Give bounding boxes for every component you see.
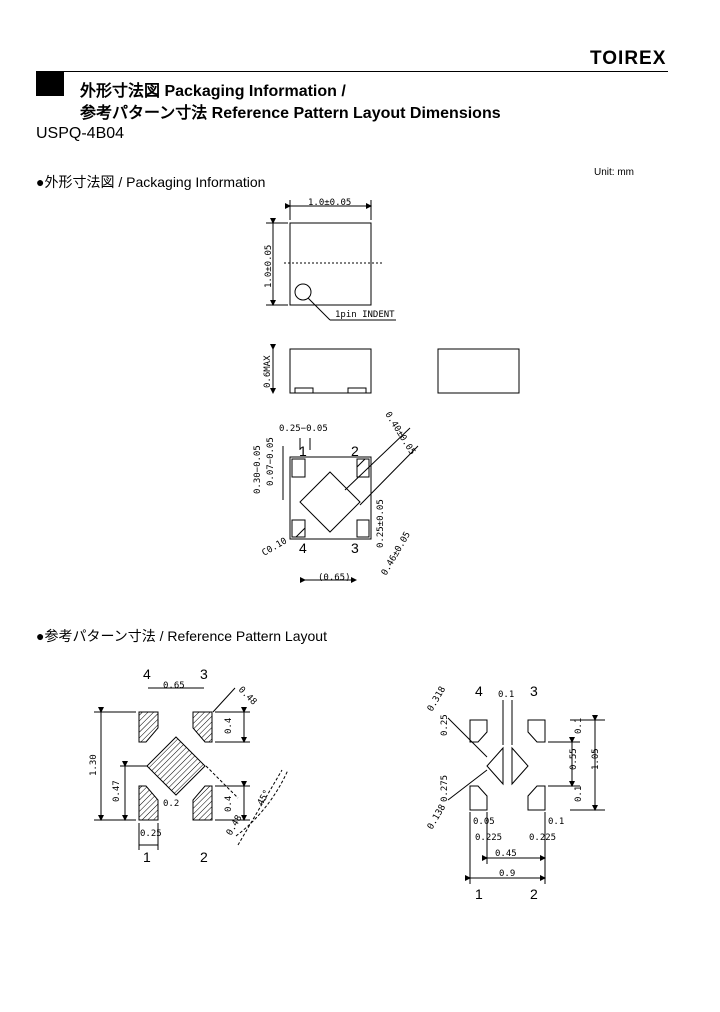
section-marker: [36, 72, 64, 96]
end-view: [437, 348, 520, 394]
ref-right-dim-c: 0.25: [440, 714, 450, 736]
bottom-pin-2: 2: [351, 443, 359, 459]
page-title-line2: 参考パターン寸法 Reference Pattern Layout Dimens…: [80, 105, 501, 122]
ref-right-dim-h: 0.1: [574, 786, 584, 802]
ref-left-pad-h-top: 0.4: [224, 718, 234, 734]
unit-label: Unit: mm: [594, 167, 634, 178]
indent-label: 1pin INDENT: [335, 310, 395, 320]
part-number: USPQ-4B04: [36, 125, 125, 142]
top-view: [266, 200, 396, 321]
ref-pattern-right: [447, 700, 605, 884]
dim-pad-width: 0.25−0.05: [279, 424, 328, 434]
ref-right-dim-f: 1.05: [591, 748, 601, 770]
ref-left-diag-b: 0.48: [225, 814, 245, 838]
ref-right-dim-l: 0.225: [529, 833, 556, 843]
dim-pitch: (0.65): [318, 573, 351, 583]
ref-right-pin-1: 1: [475, 886, 483, 902]
ref-right-dim-o: 0.138: [426, 803, 448, 831]
header-rule: [36, 71, 668, 72]
ref-pattern-left: [94, 687, 289, 850]
ref-left-lower: 0.47: [112, 780, 122, 802]
ref-left-pad-h-bottom: 0.4: [224, 796, 234, 812]
ref-right-dim-i: 0.05: [473, 817, 495, 827]
pin1-indent-mark: [294, 283, 312, 301]
page-title-line1: 外形寸法図 Packaging Information /: [80, 83, 346, 100]
bottom-pin-4: 4: [299, 540, 307, 556]
bottom-pin-3: 3: [351, 540, 359, 556]
company-logo: TOIREX: [590, 48, 667, 69]
ref-right-dim-j: 0.1: [548, 817, 564, 827]
ref-left-total-h: 1.30: [89, 754, 99, 776]
dim-chamfer: C0.10: [261, 536, 289, 558]
ref-right-dim-g: 0.275: [440, 775, 450, 802]
ref-right-pin-4: 4: [475, 683, 483, 699]
dim-width: 1.0±0.05: [308, 198, 351, 208]
ref-right-dim-n: 0.9: [499, 869, 515, 879]
ref-right-dim-e: 0.55: [569, 748, 579, 770]
dim-pad-length: 0.30−0.05: [253, 445, 263, 494]
ref-left-pitch: 0.65: [163, 681, 185, 691]
ref-left-diag-a: 0.48: [236, 685, 258, 707]
ref-right-dim-k: 0.225: [475, 833, 502, 843]
dim-height: 1.0±0.05: [264, 245, 274, 288]
ref-left-center: 0.2: [163, 799, 179, 809]
ref-left-angle: 45°: [256, 788, 273, 807]
ref-left-pin-1: 1: [143, 849, 151, 865]
package-outline: [289, 222, 372, 306]
bottom-pin-1: 1: [299, 443, 307, 459]
ref-right-pin-3: 3: [530, 683, 538, 699]
ref-right-dim-m: 0.45: [495, 849, 517, 859]
ref-left-pin-3: 3: [200, 666, 208, 682]
ref-right-dim-b: 0.1: [498, 690, 514, 700]
dim-pad-offset: 0.07−0.05: [266, 437, 276, 486]
ref-left-pad-w: 0.25: [140, 829, 162, 839]
ref-right-pin-2: 2: [530, 886, 538, 902]
dim-corner: 0.25±0.05: [376, 499, 386, 548]
reference-heading: ●参考パターン寸法 / Reference Pattern Layout: [36, 628, 327, 644]
packaging-heading: ●外形寸法図 / Packaging Information: [36, 174, 266, 190]
side-view: [270, 344, 520, 394]
bottom-view: [282, 427, 419, 583]
ref-right-dim-d: 0.1: [574, 718, 584, 734]
dim-max-height: 0.6MAX: [263, 355, 273, 388]
ref-right-dim-a: 0.318: [426, 685, 448, 713]
ref-left-pin-4: 4: [143, 666, 151, 682]
ref-left-pin-2: 2: [200, 849, 208, 865]
